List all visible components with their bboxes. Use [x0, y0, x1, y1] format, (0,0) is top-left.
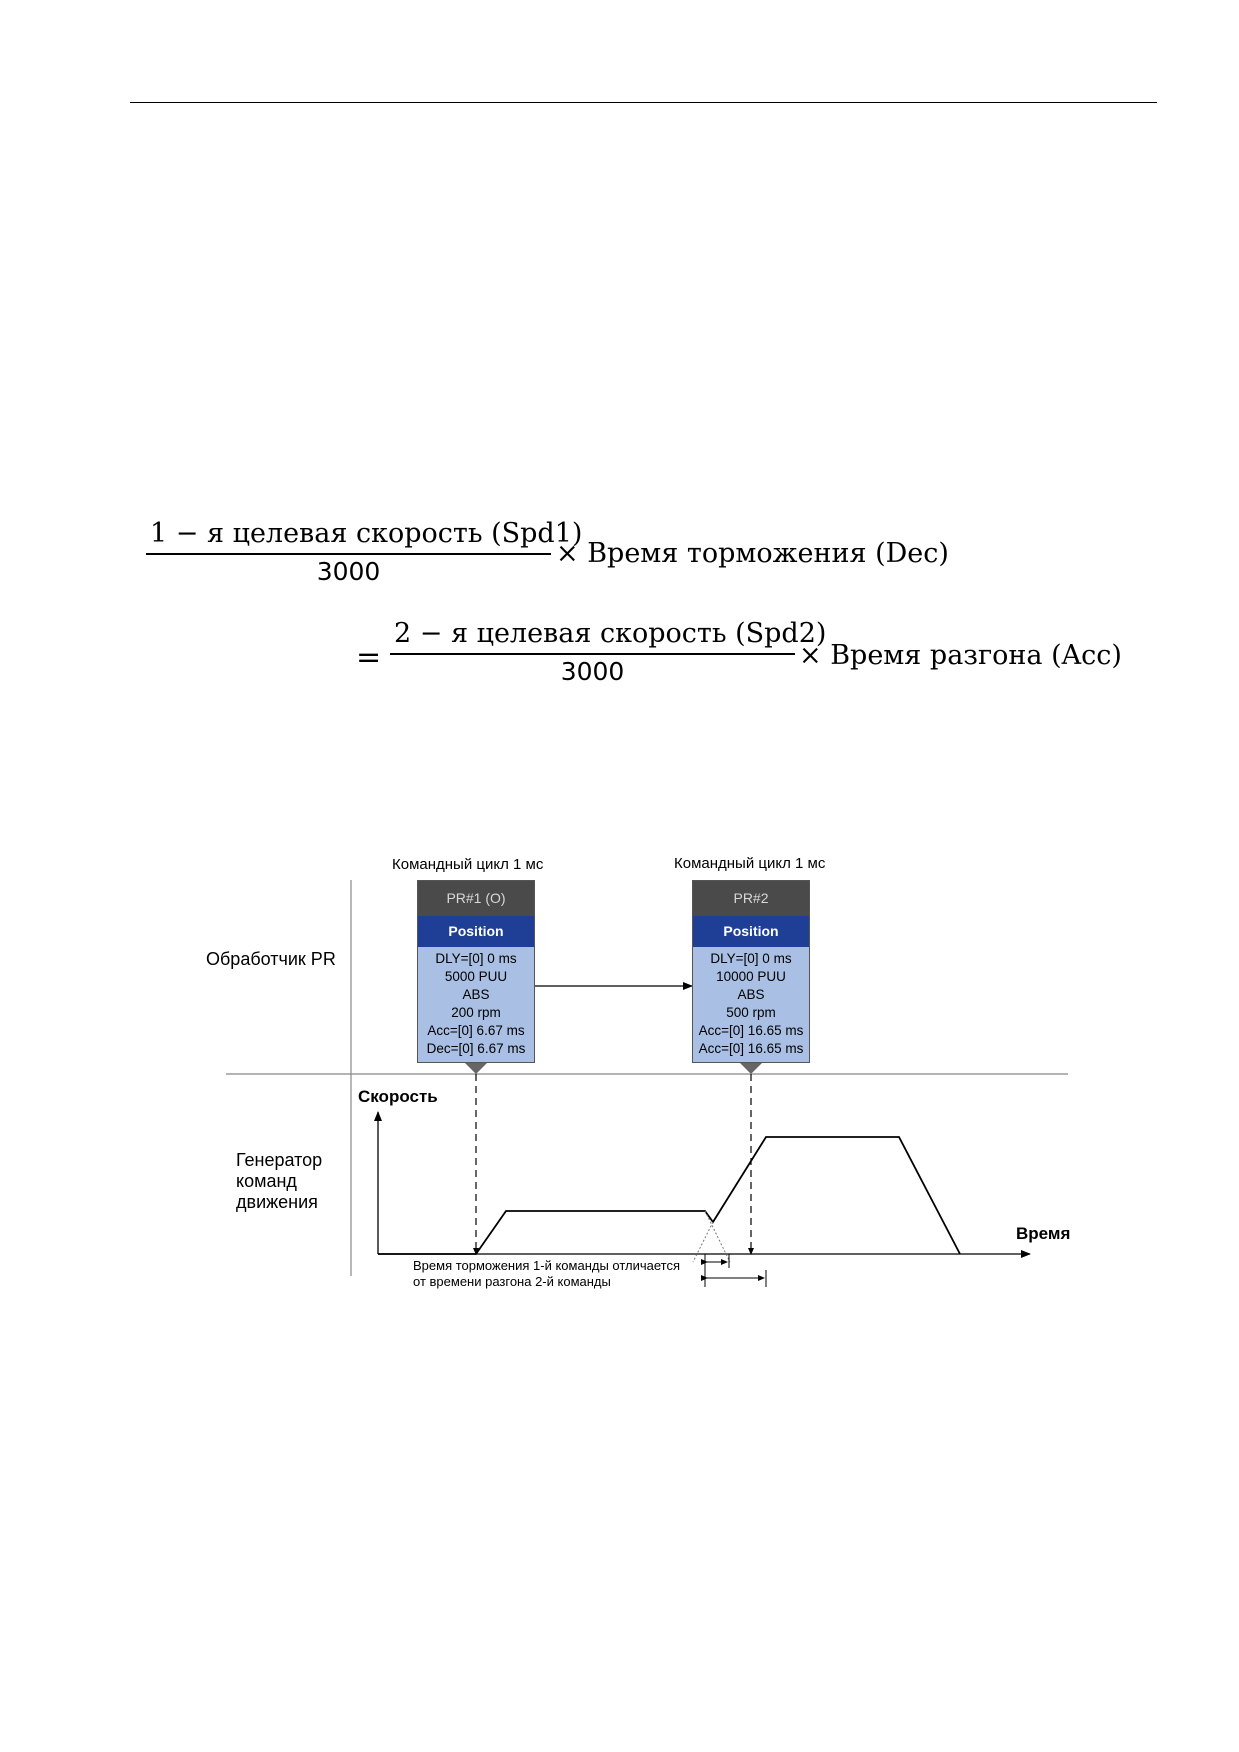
- accel-extrapolation: [692, 1221, 714, 1263]
- pr2-param: 10000 PUU: [716, 969, 786, 984]
- pr2-block: PR#2 Position DLY=[0] 0 ms 10000 PUU ABS…: [692, 880, 810, 1063]
- cycle-label-2: Командный цикл 1 мс: [674, 855, 826, 872]
- pr1-type: Position: [418, 916, 534, 947]
- pr2-param: ABS: [737, 987, 765, 1002]
- fraction-2-denominator: 3000: [560, 657, 625, 686]
- pr1-title: PR#1 (O): [418, 881, 534, 916]
- pr2-param: DLY=[0] 0 ms: [710, 951, 792, 966]
- generator-label-line: Генератор: [236, 1150, 323, 1170]
- cycle-label-1: Командный цикл 1 мс: [392, 856, 544, 873]
- pr2-param: 500 rpm: [726, 1005, 776, 1020]
- pr2-param: Acc=[0] 16.65 ms: [698, 1023, 804, 1038]
- pr2-type: Position: [693, 916, 809, 947]
- speed-profile: [378, 1136, 961, 1255]
- decel-extrapolation: [704, 1210, 731, 1263]
- time-axis-label: Время: [1016, 1224, 1071, 1243]
- pr2-pointer: [738, 1061, 764, 1074]
- generator-label-line: команд: [236, 1171, 297, 1191]
- generator-label-line: движения: [236, 1192, 318, 1212]
- header-rule: [130, 102, 1157, 103]
- generator-label: Генератор команд движения: [236, 1150, 322, 1213]
- pr1-block: PR#1 (O) Position DLY=[0] 0 ms 5000 PUU …: [417, 880, 535, 1063]
- fraction-1: 1 − я целевая скорость (Spd1) 3000: [146, 518, 582, 586]
- fraction-1-denominator: 3000: [316, 557, 381, 586]
- timing-note-line: от времени разгона 2-й команды: [413, 1274, 611, 1289]
- fraction-1-numerator: 1 − я целевая скорость (Spd1): [146, 518, 582, 555]
- fraction-2-numerator: 2 − я целевая скорость (Spd2): [390, 618, 826, 655]
- pr1-param: DLY=[0] 0 ms: [435, 951, 517, 966]
- pr1-param: ABS: [462, 987, 490, 1002]
- fraction-2: 2 − я целевая скорость (Spd2) 3000: [390, 618, 826, 686]
- pr1-param: 5000 PUU: [444, 969, 508, 984]
- pr1-param: Acc=[0] 6.67 ms: [427, 1023, 525, 1038]
- timing-note-line: Время торможения 1-й команды отличается: [413, 1258, 681, 1273]
- pr1-param: 200 rpm: [451, 1005, 501, 1020]
- pr1-parameters: DLY=[0] 0 ms 5000 PUU ABS 200 rpm Acc=[0…: [418, 947, 534, 1062]
- formula-multiplier-1: × Время торможения (Dec): [556, 538, 949, 569]
- pr1-param: Dec=[0] 6.67 ms: [426, 1041, 526, 1056]
- pr1-pointer: [463, 1061, 489, 1074]
- formula-multiplier-2: × Время разгона (Acc): [799, 640, 1122, 671]
- formula-equals: =: [356, 640, 382, 675]
- pr2-parameters: DLY=[0] 0 ms 10000 PUU ABS 500 rpm Acc=[…: [693, 947, 809, 1062]
- pr2-title: PR#2: [693, 881, 809, 916]
- pr2-param: Acc=[0] 16.65 ms: [698, 1041, 804, 1056]
- processor-label: Обработчик PR: [206, 949, 336, 969]
- timing-note: Время торможения 1-й команды отличается …: [413, 1258, 680, 1290]
- speed-axis-label: Скорость: [358, 1087, 438, 1106]
